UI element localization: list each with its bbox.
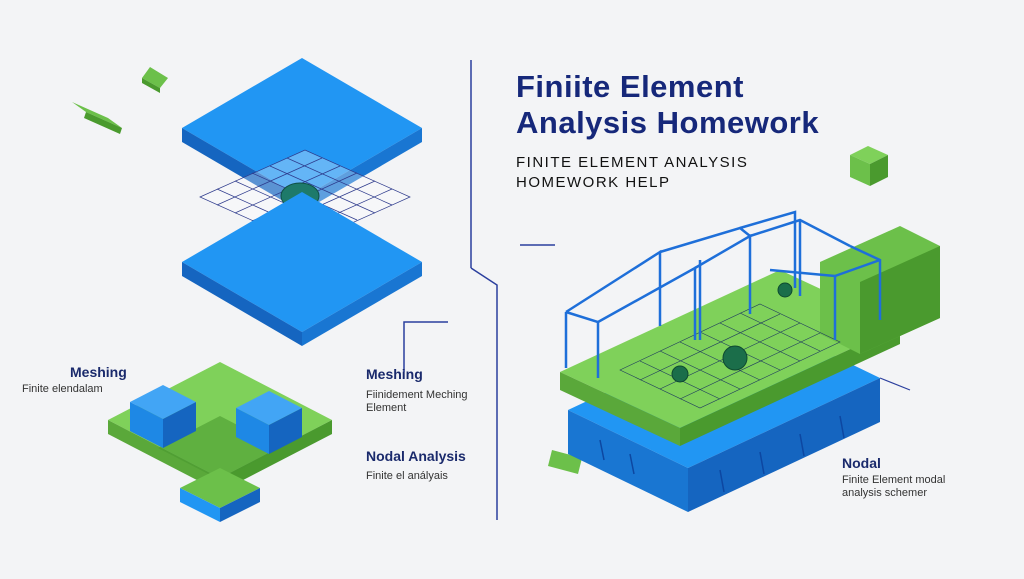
leader-line-nodal — [879, 377, 911, 391]
page-subtitle-line-1: FINITE ELEMENT ANALYSIS — [516, 154, 749, 171]
page-subtitle-line-2: HOMEWORK HELP — [516, 174, 671, 191]
green-chip-left-1 — [142, 67, 168, 93]
right-nodal-heading: Nodal — [842, 455, 881, 471]
mid-meshing-text-1: Fiinidement Meching — [366, 389, 468, 401]
nodal-analysis-heading: Nodal Analysis — [366, 448, 466, 464]
mid-meshing-text-2: Element — [366, 402, 407, 414]
structure-node-3 — [777, 282, 793, 298]
right-nodal-text-1: Finite Element modal — [842, 474, 946, 486]
mid-meshing-heading: Meshing — [366, 366, 423, 382]
structure-node-2 — [671, 365, 689, 383]
divider-line-lower — [470, 267, 498, 520]
right-nodal-text-2: analysis schemer — [842, 487, 927, 499]
left-meshing-heading: Meshing — [70, 364, 127, 380]
left-meshing-text: Finite elendalam — [22, 383, 103, 395]
top-plate — [182, 58, 422, 212]
leader-line-meshing — [403, 321, 448, 372]
green-chip-left-2 — [72, 102, 122, 134]
structure-node-1 — [722, 345, 748, 371]
page-title-line-1: Finiite Element — [516, 69, 744, 104]
bottom-plate — [182, 192, 422, 346]
green-base-assembly — [108, 362, 332, 522]
green-chip-right-1 — [850, 146, 888, 186]
page-title-line-2: Analysis Homework — [516, 105, 820, 140]
nodal-analysis-text: Finite el anályais — [366, 470, 448, 482]
structure-frame-wireframe — [564, 210, 882, 378]
